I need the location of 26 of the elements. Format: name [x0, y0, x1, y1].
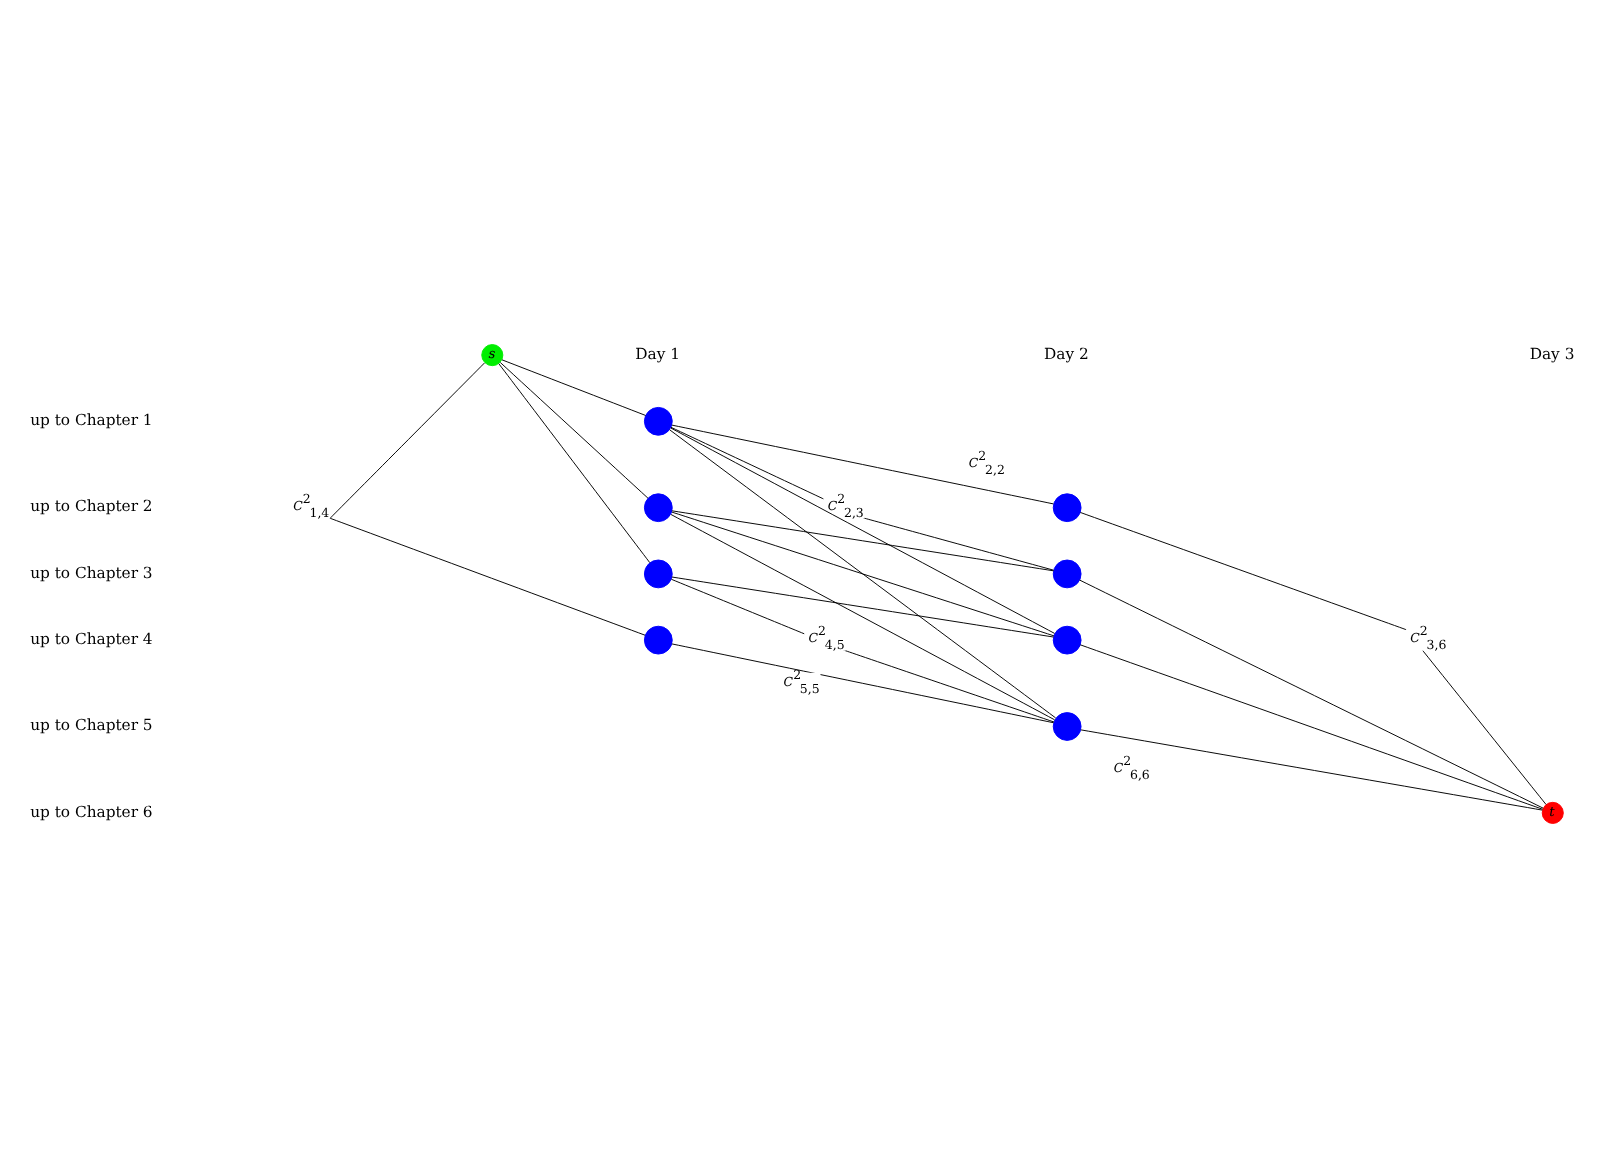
connector [329, 361, 646, 635]
node-circle [1052, 492, 1082, 522]
connector [671, 509, 1054, 571]
connector [671, 577, 1055, 722]
connector [498, 362, 651, 563]
connector [1079, 578, 1544, 808]
node-circle [1052, 711, 1082, 740]
connector [670, 513, 1056, 720]
connector [671, 423, 1054, 504]
connector [670, 426, 1056, 633]
connector [671, 575, 1054, 637]
connector [669, 428, 1057, 718]
connector [671, 510, 1055, 636]
connector [499, 361, 649, 498]
connector [671, 642, 1054, 723]
connector [1079, 511, 1547, 804]
node-circle [643, 405, 673, 435]
node-circle [643, 558, 673, 588]
node-circle [643, 492, 673, 522]
connector [501, 358, 647, 415]
connector [1079, 643, 1543, 809]
connector [670, 425, 1055, 570]
connector [1080, 728, 1543, 810]
node-circle [643, 624, 673, 654]
node-circle [1052, 624, 1082, 654]
node-circle [1052, 558, 1082, 588]
